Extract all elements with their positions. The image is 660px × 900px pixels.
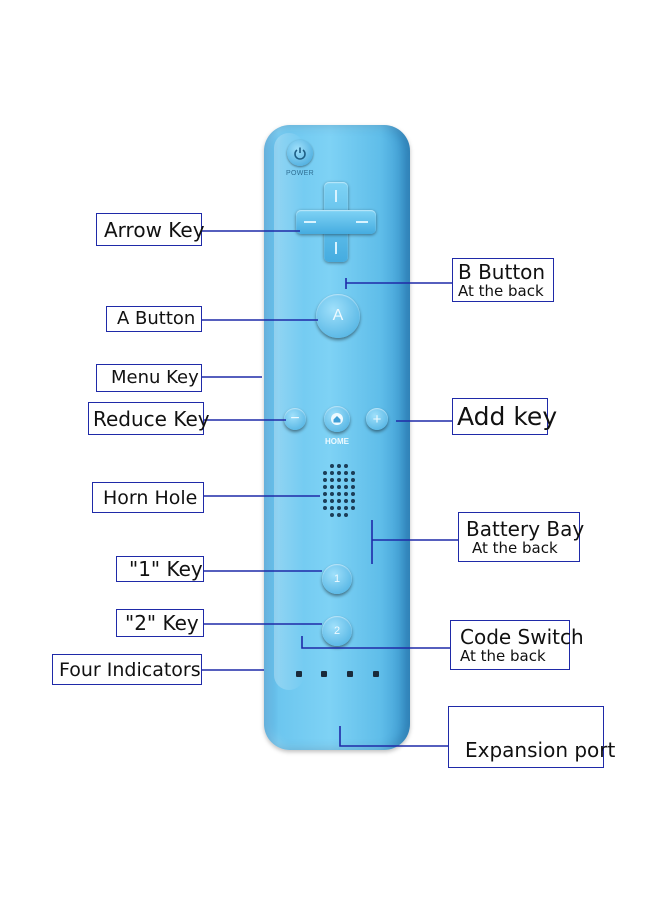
label-arrow-key-text: Arrow Key [104,217,205,242]
label-battery-bay: Battery Bay At the back [458,512,585,562]
home-button [324,406,350,432]
dpad-up-mark [335,190,337,202]
dpad [296,182,376,262]
dpad-right-mark [356,221,368,223]
label-b-button: B Button At the back [452,258,554,302]
indicator-led-3 [347,671,353,677]
label-add-key-text: Add key [457,401,558,431]
dpad-down-mark [335,242,337,254]
label-menu-key-text: Menu Key [111,367,199,388]
indicator-led-2 [321,671,327,677]
label-key-two: "2" Key [116,609,204,637]
home-label: HOME [325,437,349,446]
label-reduce-key: Reduce Key [88,402,210,435]
power-label: POWER [286,170,314,177]
label-four-indicators-text: Four Indicators [59,658,201,681]
label-key-one: "1" Key [116,556,204,582]
label-key-two-text: "2" Key [125,611,199,635]
one-button-label: 1 [333,573,341,585]
label-reduce-key-text: Reduce Key [93,406,210,431]
label-b-button-text: B Button [458,260,546,284]
one-button: 1 [322,564,352,594]
label-battery-bay-text: Battery Bay [466,517,585,541]
label-battery-bay-note: At the back [472,539,558,557]
home-icon [331,413,343,425]
plus-button: + [366,408,388,430]
a-button-label: A [332,307,344,324]
speaker-grille [322,464,356,526]
minus-button: − [284,408,306,430]
leader-expansion-port [339,726,448,747]
label-code-switch-note: At the back [460,647,546,665]
indicator-led-1 [296,671,302,677]
label-expansion-port-text: Expansion port [465,738,616,762]
label-a-button: A Button [106,306,202,332]
a-button: A [316,294,360,338]
label-horn-hole: Horn Hole [92,482,204,513]
two-button: 2 [322,616,352,646]
label-add-key: Add key [452,398,558,435]
label-menu-key: Menu Key [96,364,202,392]
power-button [287,140,313,166]
two-button-label: 2 [333,625,341,637]
label-arrow-key: Arrow Key [96,213,205,246]
power-icon [294,147,306,160]
dpad-left-mark [304,221,316,223]
leader-code-switch [301,636,450,649]
indicator-led-4 [373,671,379,677]
label-code-switch: Code Switch At the back [450,620,584,670]
label-b-button-note: At the back [458,282,544,300]
label-horn-hole-text: Horn Hole [103,486,198,509]
minus-icon: − [290,410,300,427]
plus-icon: + [372,410,382,428]
label-expansion-port: Expansion port [448,706,616,768]
label-code-switch-text: Code Switch [460,625,584,649]
label-a-button-text: A Button [117,308,196,329]
label-key-one-text: "1" Key [129,557,203,581]
label-four-indicators: Four Indicators [52,654,202,685]
